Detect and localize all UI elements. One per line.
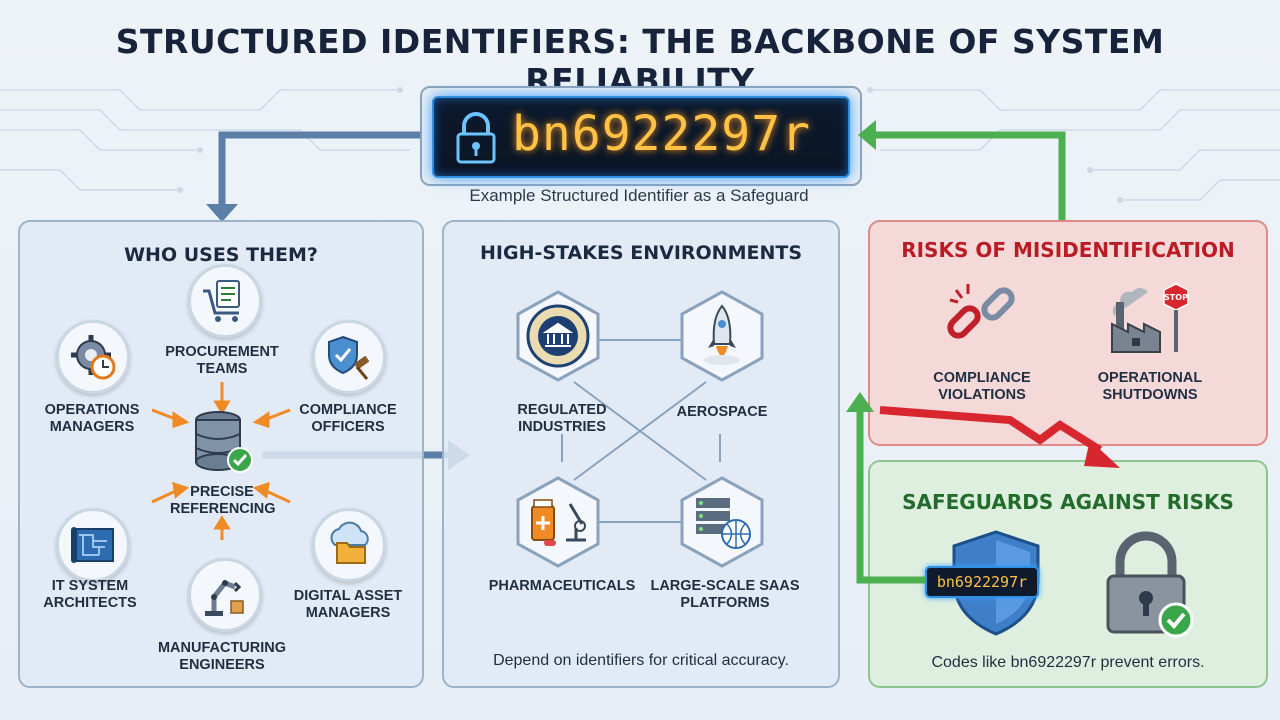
env-label-aerospace: AEROSPACE xyxy=(676,404,768,420)
manufacturing-node xyxy=(188,558,262,632)
role-label-digital-asset: DIGITAL ASSET MANAGERS xyxy=(293,588,403,621)
role-label-it-architects: IT SYSTEM ARCHITECTS xyxy=(43,578,137,611)
risk-label-shutdowns: OPERATIONAL SHUTDOWNS xyxy=(1097,370,1203,403)
pharma-icon xyxy=(516,476,600,568)
environments-panel: HIGH-STAKES ENVIRONMENTS REGULATED INDUS… xyxy=(442,220,840,688)
safeguards-title: SAFEGUARDS AGAINST RISKS xyxy=(902,490,1234,514)
arrow-safeguards-to-identifier xyxy=(872,131,1066,220)
identifier-screen: bn6922297r xyxy=(432,96,850,178)
it-architects-node xyxy=(56,508,130,582)
env-label-regulated: REGULATED INDUSTRIES xyxy=(517,402,607,435)
procurement-node xyxy=(188,264,262,338)
server-globe-icon xyxy=(680,476,764,568)
identifier-display: bn6922297r xyxy=(420,86,862,186)
env-node-pharma xyxy=(510,474,606,570)
padlock-check-icon xyxy=(1106,531,1194,638)
env-node-saas xyxy=(674,474,770,570)
identifier-code: bn6922297r xyxy=(512,106,811,162)
who-uses-panel: WHO USES THEM? PRECISE REFERENCING PROCU… xyxy=(18,220,424,688)
safeguard-code-badge: bn6922297r xyxy=(925,566,1039,598)
svg-text:STOP: STOP xyxy=(1164,293,1188,302)
cloud-folder-icon xyxy=(330,521,369,564)
role-label-procurement: PROCUREMENT TEAMS xyxy=(165,344,279,377)
risks-title: RISKS OF MISIDENTIFICATION xyxy=(901,238,1235,262)
lock-icon xyxy=(456,112,496,164)
role-label-compliance: COMPLIANCE OFFICERS xyxy=(299,402,397,435)
blueprint-icon xyxy=(71,527,114,563)
cart-icon xyxy=(203,280,240,322)
bank-seal-icon xyxy=(516,290,600,382)
factory-stop-icon: STOP xyxy=(1111,283,1189,353)
rocket-icon xyxy=(680,290,764,382)
env-node-regulated xyxy=(510,288,606,384)
gear-clock-icon xyxy=(71,335,116,380)
robot-arm-icon xyxy=(205,579,244,616)
environments-network xyxy=(561,339,721,523)
digital-asset-node xyxy=(312,508,386,582)
environments-footer: Depend on identifiers for critical accur… xyxy=(493,652,789,669)
broken-chain-icon xyxy=(947,284,1015,339)
arrow-identifier-to-users xyxy=(218,131,420,210)
operations-node xyxy=(56,320,130,394)
role-label-operations: OPERATIONS MANAGERS xyxy=(44,402,140,435)
identifier-caption: Example Structured Identifier as a Safeg… xyxy=(469,186,809,205)
risks-panel: RISKS OF MISIDENTIFICATION COMPLIANCE VI… xyxy=(868,220,1268,446)
compliance-node xyxy=(312,320,386,394)
safeguards-footer: Codes like bn6922297r prevent errors. xyxy=(931,654,1205,671)
role-label-manufacturing: MANUFACTURING ENGINEERS xyxy=(157,640,287,673)
database-check-icon xyxy=(195,411,253,473)
shield-gavel-icon xyxy=(328,335,370,380)
who-uses-title: WHO USES THEM? xyxy=(124,244,318,266)
env-node-aerospace xyxy=(674,288,770,384)
environments-title: HIGH-STAKES ENVIRONMENTS xyxy=(480,242,802,264)
env-label-saas: LARGE-SCALE SaaS PLATFORMS xyxy=(650,578,800,611)
risk-label-compliance: COMPLIANCE VIOLATIONS xyxy=(933,370,1031,403)
center-label: PRECISE REFERENCING xyxy=(170,484,276,517)
env-label-pharma: PHARMACEUTICALS xyxy=(488,578,636,594)
